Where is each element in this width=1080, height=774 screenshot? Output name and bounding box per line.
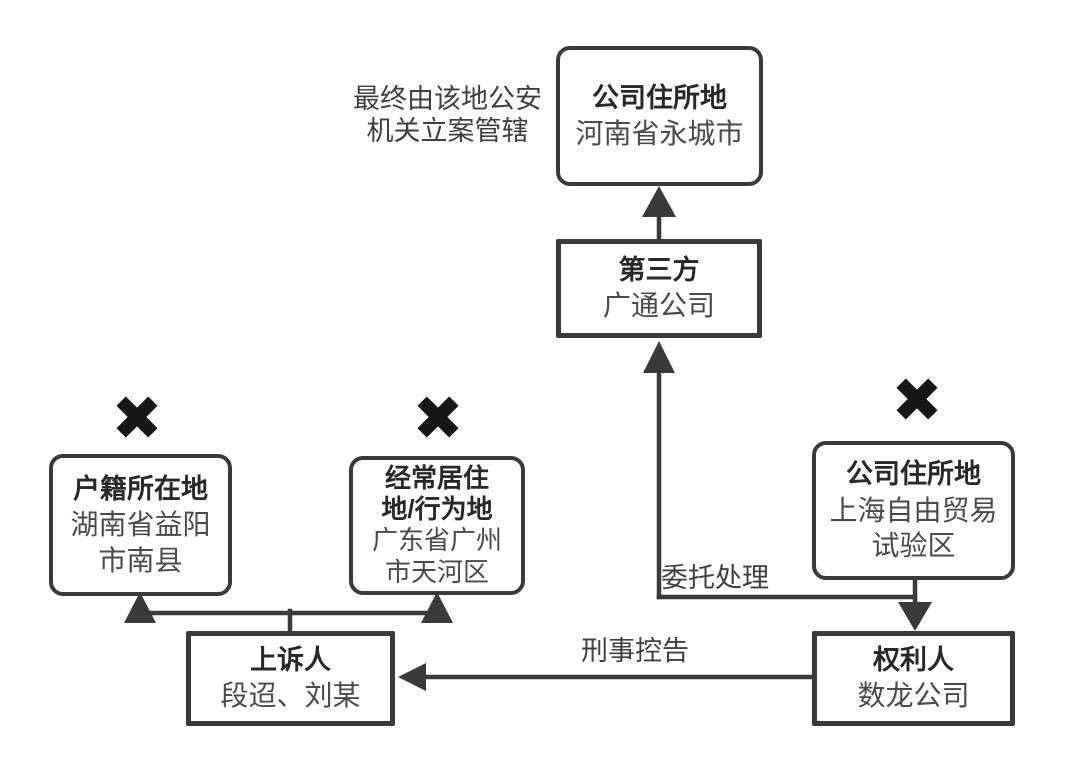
node-subtitle: 广东省广州 市天河区	[372, 525, 502, 588]
node-subtitle: 上海自由贸易 试验区	[829, 493, 997, 564]
node-title: 第三方	[619, 253, 700, 288]
node-title: 公司住所地	[592, 81, 727, 116]
node-title: 经常居住 地/行为地	[381, 463, 492, 525]
arrow-third-party-to-company-domicile	[642, 186, 676, 243]
text-line: 上诉人	[250, 645, 331, 676]
node-habitual-residence: 经常居住 地/行为地 广东省广州 市天河区	[349, 456, 525, 595]
node-subtitle: 广通公司	[603, 288, 715, 324]
text-line: 河南省永城市	[575, 117, 744, 149]
jurisdiction-annotation: 最终由该地公安 机关立案管辖	[340, 84, 555, 148]
node-subtitle: 湖南省益阳 市南县	[70, 507, 210, 578]
node-company-domicile-henan: 公司住所地 河南省永城市	[556, 46, 763, 186]
node-subtitle: 段迢、刘某	[220, 678, 360, 714]
node-company-domicile-shanghai: 公司住所地 上海自由贸易 试验区	[812, 441, 1015, 580]
arrow-entrust-path	[643, 341, 918, 600]
node-title: 上诉人	[250, 643, 331, 678]
text-line: 公司住所地	[592, 82, 727, 113]
text-line: 经常居住	[384, 462, 489, 493]
text-line: 广通公司	[602, 290, 715, 322]
text-line: 湖南省益阳	[70, 509, 211, 540]
text-line: 上海自由贸易	[829, 494, 998, 526]
node-title: 户籍所在地	[73, 472, 208, 507]
node-subtitle: 河南省永城市	[575, 116, 743, 152]
text-line: 数龙公司	[857, 680, 970, 712]
text-line: 市南县	[98, 544, 183, 576]
text-line: 权利人	[873, 645, 954, 676]
edge-label-entrust: 委托处理	[661, 563, 769, 593]
node-third-party: 第三方 广通公司	[556, 239, 762, 338]
arrow-shanghai-to-rights-holder	[898, 576, 932, 631]
text-line: 段迢、刘某	[220, 680, 361, 712]
text-line: 户籍所在地	[73, 473, 208, 504]
text-line: 地/行为地	[381, 493, 493, 524]
text-line: 试验区	[871, 530, 956, 562]
cross-icon	[116, 396, 158, 438]
text-line: 最终由该地公安	[353, 84, 542, 114]
text-line: 第三方	[618, 255, 700, 286]
text-line: 广东省广州	[371, 524, 502, 555]
arrow-appellant-to-places-branch	[124, 592, 453, 634]
text-line: 公司住所地	[846, 459, 981, 490]
node-appellant: 上诉人 段迢、刘某	[186, 631, 395, 726]
edge-label-criminal-complaint: 刑事控告	[581, 636, 689, 666]
text-line: 市天河区	[384, 556, 489, 587]
cross-icon	[896, 378, 938, 420]
cross-icon	[417, 396, 459, 438]
node-household-registration: 户籍所在地 湖南省益阳 市南县	[49, 454, 232, 596]
node-rights-holder: 权利人 数龙公司	[812, 631, 1015, 726]
node-subtitle: 数龙公司	[857, 678, 969, 714]
node-title: 公司住所地	[846, 457, 981, 492]
node-title: 权利人	[873, 643, 954, 678]
text-line: 机关立案管辖	[366, 115, 529, 146]
arrow-criminal-complaint	[398, 663, 816, 691]
